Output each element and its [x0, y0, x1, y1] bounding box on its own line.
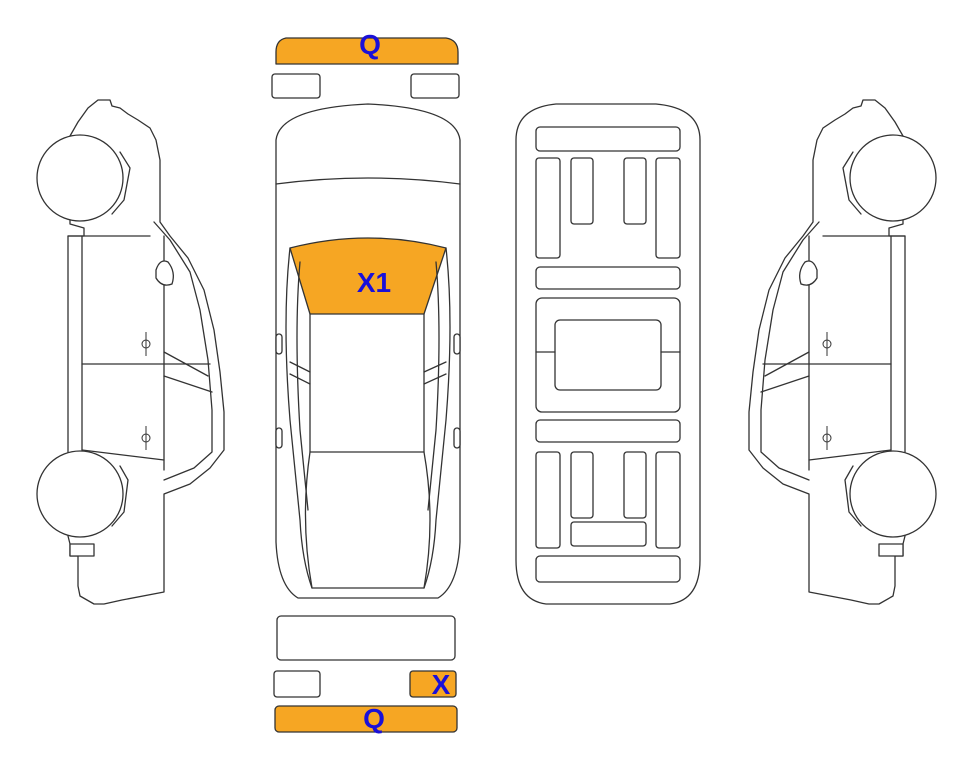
left-rear-wheel: [36, 450, 124, 538]
right-mirror: [799, 260, 818, 286]
top-view: Q X1 X: [271, 29, 461, 734]
left-front-wheel: [36, 134, 124, 222]
front-bumper-part[interactable]: [275, 37, 459, 65]
right-door-handle-rear: [822, 426, 832, 450]
top-left-mirror: [275, 333, 283, 355]
right-door-handle-front: [822, 332, 832, 356]
left-side-view: [36, 99, 225, 605]
front-left-light: [271, 73, 321, 99]
top-right-handle: [453, 427, 461, 449]
top-view-body: [275, 103, 461, 599]
rear-bumper-damage-code: Q: [363, 703, 385, 734]
left-door-handle-rear: [141, 426, 151, 450]
right-rear-wheel: [849, 450, 937, 538]
top-right-mirror: [453, 333, 461, 355]
rear-left-light: [273, 670, 321, 698]
left-mirror: [155, 260, 174, 286]
right-side-view: [748, 99, 937, 605]
rear-right-light-part[interactable]: [409, 670, 457, 698]
front-bumper-damage-code: Q: [359, 29, 381, 60]
windshield-damage-code: X1: [357, 267, 391, 298]
rear-bumper-part[interactable]: [274, 705, 458, 733]
left-door-handle-front: [141, 332, 151, 356]
underbody-view: [515, 103, 701, 605]
top-left-handle: [275, 427, 283, 449]
front-right-light: [410, 73, 460, 99]
rear-right-damage-code: X: [432, 669, 451, 700]
right-front-wheel: [849, 134, 937, 222]
trunk-panel: [276, 615, 456, 661]
